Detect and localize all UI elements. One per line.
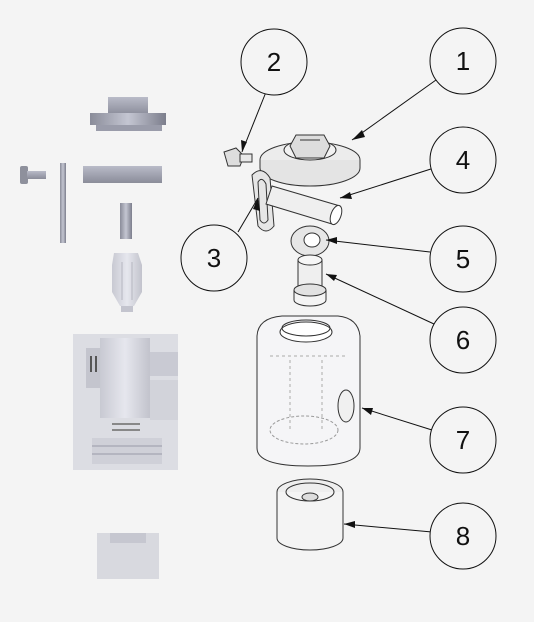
part-6-nozzle xyxy=(293,254,327,307)
balloon-2: 2 xyxy=(240,28,308,96)
balloon-2-label: 2 xyxy=(267,47,281,77)
part-2-screw xyxy=(223,147,253,167)
leader-7 xyxy=(361,407,433,431)
leader-3 xyxy=(237,197,259,233)
part-5-washer xyxy=(290,225,330,257)
section-view xyxy=(20,97,178,579)
leader-lines xyxy=(237,79,437,533)
balloon-5-label: 5 xyxy=(456,244,470,274)
balloon-6: 6 xyxy=(429,306,497,374)
part-4-tube xyxy=(265,185,343,226)
leader-4 xyxy=(339,167,435,199)
leader-arrows xyxy=(241,130,373,528)
section-cap xyxy=(90,97,166,131)
balloon-4-label: 4 xyxy=(456,145,470,175)
section-body xyxy=(73,334,178,470)
leader-5 xyxy=(325,239,431,253)
part-3-clip xyxy=(251,170,275,232)
balloon-8: 8 xyxy=(429,502,497,570)
balloon-8-label: 8 xyxy=(456,521,470,551)
balloon-4: 4 xyxy=(429,126,497,194)
leader-1 xyxy=(351,79,437,141)
callout-balloons: 1 2 3 4 5 6 7 8 xyxy=(180,27,497,570)
part-7-housing xyxy=(256,315,361,467)
balloon-3-label: 3 xyxy=(207,243,221,273)
part-1-cap xyxy=(259,134,361,187)
section-nozzle xyxy=(112,253,142,312)
balloon-6-label: 6 xyxy=(456,325,470,355)
part-8-base xyxy=(276,478,344,551)
section-pin xyxy=(60,163,66,243)
section-screw xyxy=(20,166,46,184)
leader-8 xyxy=(343,523,433,533)
exploded-view xyxy=(223,134,361,551)
balloon-3: 3 xyxy=(180,224,248,292)
section-spacer xyxy=(120,203,132,239)
balloon-1: 1 xyxy=(429,27,497,95)
balloon-1-label: 1 xyxy=(456,46,470,76)
leader-6 xyxy=(325,273,435,325)
balloon-7: 7 xyxy=(429,406,497,474)
balloon-7-label: 7 xyxy=(456,425,470,455)
section-tube xyxy=(83,166,162,183)
balloon-5: 5 xyxy=(429,225,497,293)
section-bottom xyxy=(97,533,159,579)
